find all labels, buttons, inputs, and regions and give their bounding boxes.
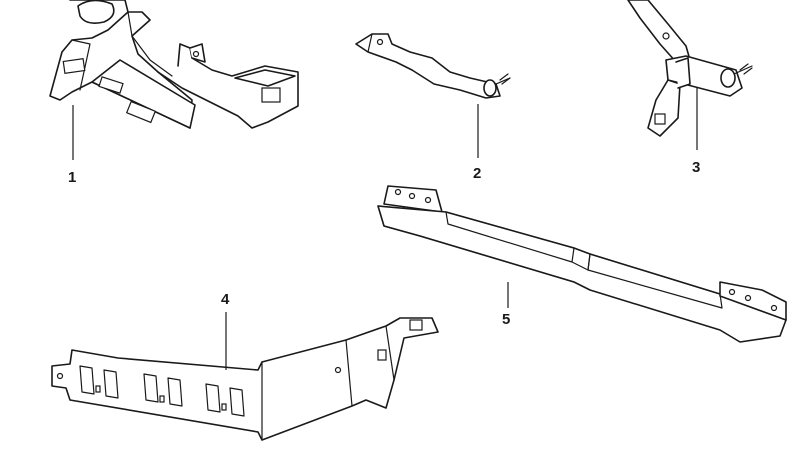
- part-5-rail: [377, 185, 787, 343]
- callout-3: 3: [692, 159, 700, 176]
- part-4-plate: [51, 317, 439, 441]
- callout-2: 2: [473, 165, 481, 182]
- part-2-bracket: [355, 33, 511, 99]
- callout-4: 4: [221, 291, 230, 308]
- callout-1: 1: [68, 169, 76, 186]
- callout-5: 5: [502, 311, 510, 328]
- part-1-bracket: [49, 0, 299, 129]
- part-3-bracket: [627, 0, 753, 137]
